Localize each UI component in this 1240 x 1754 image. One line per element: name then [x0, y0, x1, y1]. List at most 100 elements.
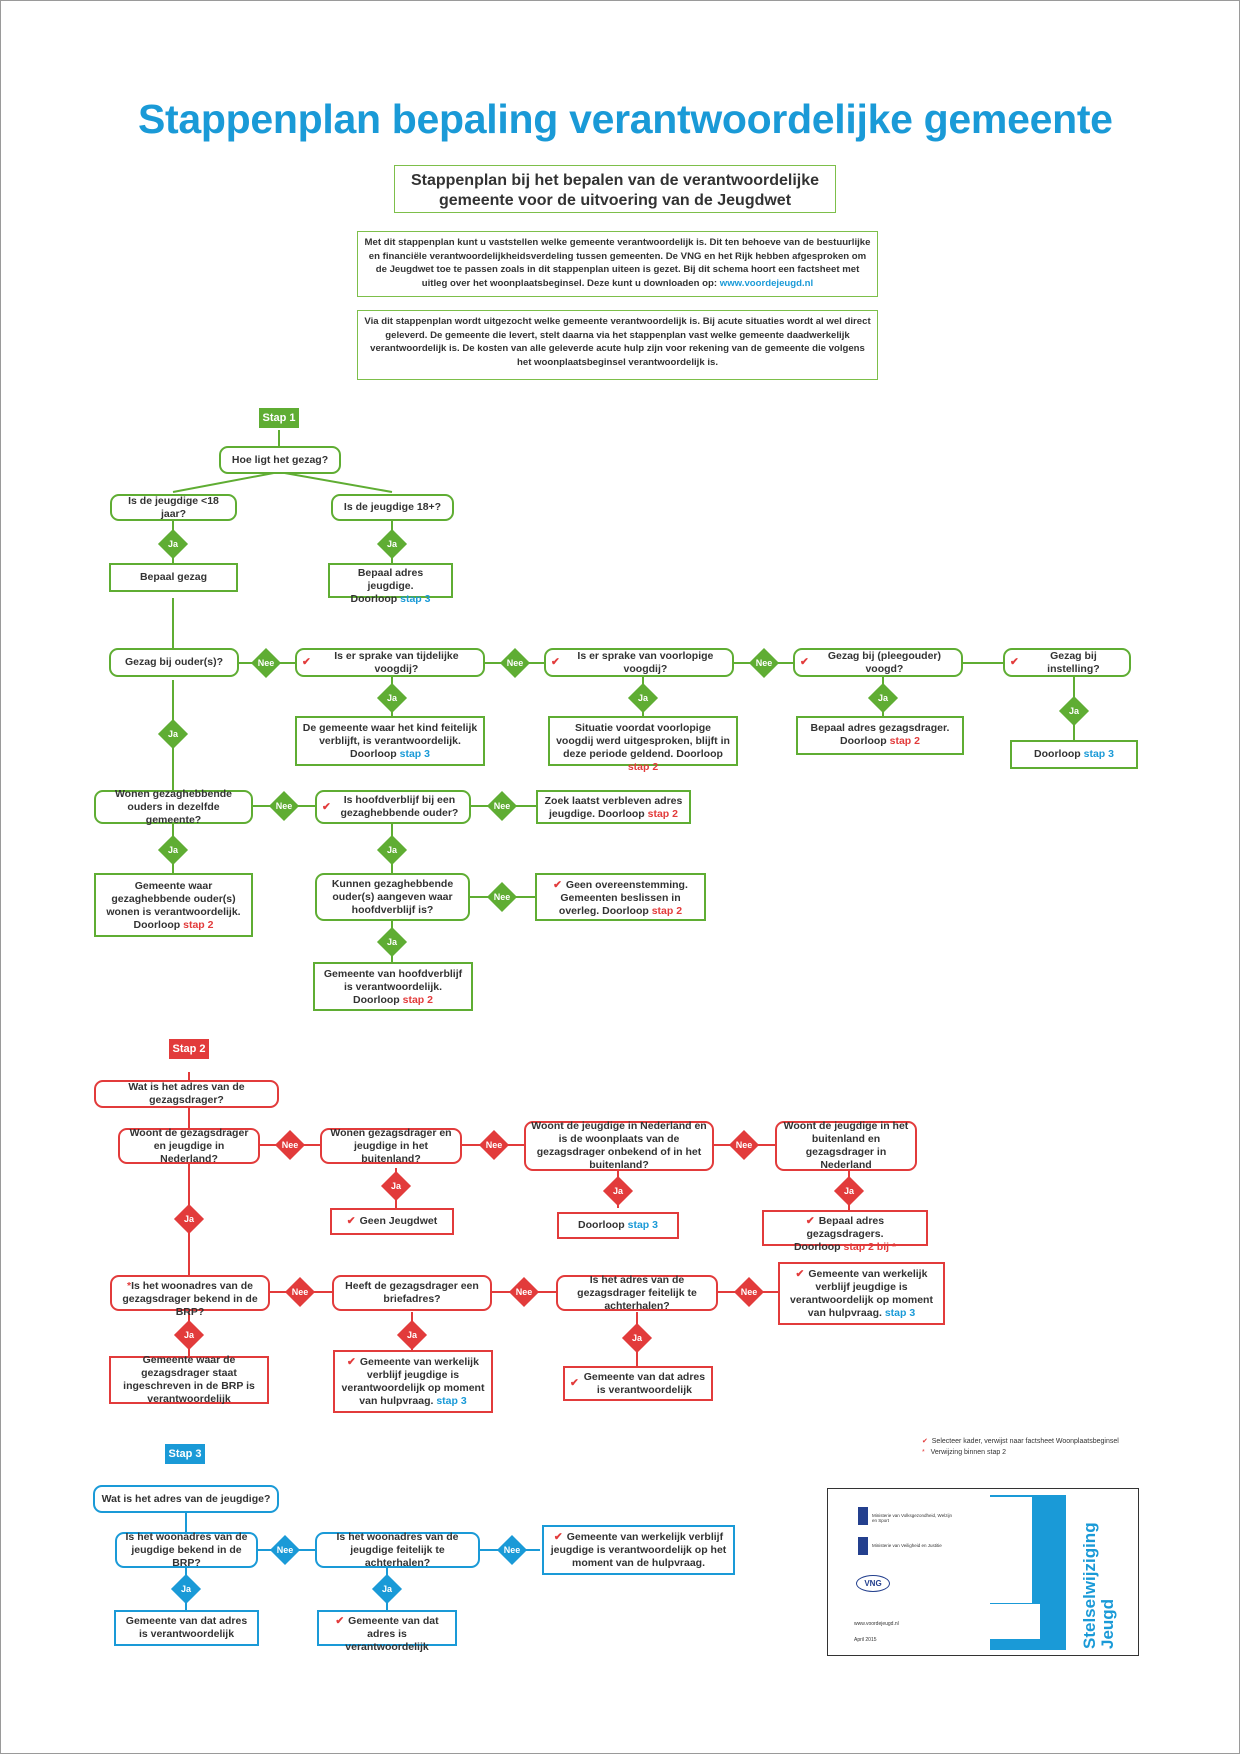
node-hoofdverblijf-ouder[interactable]: ✔Is hoofdverblijf bij een gezaghebbende … — [315, 790, 471, 824]
node-achterhalen-gezagsdrager[interactable]: Is het adres van de gezagsdrager feiteli… — [556, 1274, 718, 1312]
node-bepaal-gezag[interactable]: Bepaal gezag — [109, 563, 238, 592]
node-buitenland[interactable]: Wonen gezagsdrager en jeugdige in het bu… — [320, 1127, 462, 1165]
vng-logo: VNG — [856, 1575, 890, 1592]
ja-diamond: Ja — [380, 1170, 412, 1202]
node-jeugdige-buitenland[interactable]: Woont de jeugdige in het buitenland en g… — [775, 1120, 917, 1171]
node-gemeente-ouders[interactable]: Gemeente waar gezaghebbende ouder(s) won… — [94, 873, 253, 937]
node-bepaal-adres-gezagsdragers[interactable]: ✔Bepaal adres gezagsdragers.Doorloop sta… — [762, 1210, 928, 1253]
node-voorlopige-antwoord[interactable]: Situatie voordat voorlopige voogdij werd… — [548, 716, 738, 773]
j-cutout-2 — [990, 1497, 1032, 1603]
node-gezag-ouders[interactable]: Gezag bij ouder(s)? — [109, 648, 239, 677]
node-briefadres[interactable]: Heeft de gezagsdrager een briefadres? — [332, 1275, 492, 1311]
date-text: April 2015 — [854, 1637, 877, 1643]
stap3-link[interactable]: stap 3 — [399, 748, 430, 760]
node-pleegouder-voogd[interactable]: ✔Gezag bij (pleegouder) voogd? — [793, 648, 963, 677]
legend-item-star: * Verwijzing binnen stap 2 — [922, 1447, 1119, 1458]
legend: ✔ Selecteer kader, verwijst naar factshe… — [922, 1436, 1119, 1458]
stap3-link[interactable]: stap 3 — [436, 1395, 467, 1407]
doorloop-text: Doorloop — [350, 593, 398, 605]
node-tijdelijke-voogdij[interactable]: ✔Is er sprake van tijdelijke voogdij? — [295, 648, 485, 677]
node-adres-jeugdige[interactable]: Wat is het adres van de jeugdige? — [93, 1485, 279, 1513]
stap3-link[interactable]: stap 3 — [884, 1307, 916, 1319]
dat-adres-text: Gemeente van dat adres is verantwoordeli… — [583, 1370, 706, 1396]
node-jeugdige-onder-18[interactable]: Is de jeugdige <18 jaar? — [110, 494, 237, 521]
doorloop-text: Doorloop — [602, 905, 649, 917]
stap2-link[interactable]: stap 2 — [183, 919, 214, 931]
j-cutout — [990, 1604, 1040, 1639]
doorloop-text: Doorloop — [1034, 748, 1081, 760]
node-aangeven-hoofdverblijf[interactable]: Kunnen gezaghebbende ouder(s) aangeven w… — [315, 873, 470, 921]
node-instelling-antwoord[interactable]: Doorloop stap 3 — [1010, 740, 1138, 769]
ja-diamond: Ja — [627, 682, 659, 714]
node-achterhalen-jeugdige-antwoord[interactable]: ✔Gemeente van dat adres is verantwoordel… — [317, 1610, 457, 1653]
bepaal-adres-text: Bepaal adres jeugdige. — [357, 567, 424, 592]
intro-paragraph-1: Met dit stappenplan kunt u vaststellen w… — [357, 231, 878, 297]
node-gezag-instelling[interactable]: ✔Gezag bij instelling? — [1003, 648, 1131, 677]
node-woonplaats-onbekend[interactable]: Woont de jeugdige in Nederland en is de … — [524, 1120, 714, 1171]
nee-diamond: Nee — [748, 647, 780, 679]
node-voorlopige-voogdij[interactable]: ✔Is er sprake van voorlopige voogdij? — [544, 648, 734, 677]
intro-paragraph-2: Via dit stappenplan wordt uitgezocht wel… — [357, 310, 878, 380]
node-zelfde-gemeente[interactable]: Wonen gezaghebbende ouders in dezelfde g… — [94, 788, 253, 826]
stap2-link[interactable]: stap 2 bij — [843, 1241, 890, 1253]
node-hoe-ligt-gezag[interactable]: Hoe ligt het gezag? — [219, 446, 341, 474]
stap3-link[interactable]: stap 3 — [400, 593, 431, 605]
gemeente-ouders-text: Gemeente waar gezaghebbende ouder(s) won… — [106, 880, 241, 918]
check-icon: ✔ — [795, 1268, 805, 1280]
node-brp-jeugdige-antwoord[interactable]: Gemeente van dat adres is verantwoordeli… — [114, 1610, 259, 1646]
ja-diamond: Ja — [376, 682, 408, 714]
nee-diamond: Nee — [486, 790, 518, 822]
ja-diamond: Ja — [376, 926, 408, 958]
url-text[interactable]: www.voordejeugd.nl — [854, 1621, 899, 1627]
stap2-link[interactable]: stap 2 — [647, 808, 678, 820]
voordejeugd-link[interactable]: www.voordejeugd.nl — [719, 277, 814, 289]
doorloop-text: Doorloop — [840, 735, 887, 747]
instelling-text: Gezag bij instelling? — [1047, 649, 1100, 675]
node-dat-adres[interactable]: ✔Gemeente van dat adres is verantwoordel… — [563, 1366, 713, 1401]
ja-diamond: Ja — [376, 528, 408, 560]
voorlopige-text: Is er sprake van voorlopige voogdij? — [577, 649, 714, 675]
stap3-link[interactable]: stap 3 — [1083, 748, 1114, 760]
stap2-link[interactable]: stap 2 — [889, 735, 920, 747]
hoofdverblijf-text: Is hoofdverblijf bij een gezaghebbende o… — [340, 794, 459, 819]
vng-text: VNG — [864, 1579, 882, 1588]
bepaal-adres-gezagsdragers-text: Bepaal adres gezagsdragers. — [806, 1215, 885, 1240]
node-jeugdige-18plus[interactable]: Is de jeugdige 18+? — [331, 494, 454, 521]
node-zoek-adres[interactable]: Zoek laatst verbleven adres jeugdige. Do… — [536, 790, 691, 824]
node-onbekend-doorloop[interactable]: Doorloop stap 3 — [557, 1212, 679, 1239]
node-gemeente-hoofdverblijf[interactable]: Gemeente van hoofdverblijf is verantwoor… — [313, 962, 473, 1011]
nee-diamond: Nee — [486, 881, 518, 913]
node-werkelijk-verblijf-jeugdige[interactable]: ✔Gemeente van werkelijk verblijf jeugdig… — [542, 1525, 735, 1575]
node-pleegouder-antwoord[interactable]: Bepaal adres gezagsdrager.Doorloop stap … — [796, 716, 964, 755]
node-bepaal-adres-jeugdige[interactable]: Bepaal adres jeugdige.Doorloop stap 3 — [328, 563, 453, 605]
node-geen-jeugdwet[interactable]: ✔Geen Jeugdwet — [330, 1208, 454, 1235]
stap2-link[interactable]: stap 2 — [651, 905, 683, 917]
node-brp-jeugdige[interactable]: Is het woonadres van de jeugdige bekend … — [115, 1531, 258, 1569]
check-icon: ✔ — [805, 1215, 815, 1227]
node-geen-overeenstemming[interactable]: ✔Geen overeenstemming. Gemeenten besliss… — [535, 873, 706, 921]
intro-heading: Stappenplan bij het bepalen van de veran… — [394, 165, 836, 213]
stap3-link[interactable]: stap 3 — [627, 1219, 658, 1231]
zoek-text: Zoek laatst verbleven adres jeugdige. — [544, 795, 683, 820]
node-werkelijk-verblijf[interactable]: ✔Gemeente van werkelijk verblijf jeugdig… — [778, 1262, 945, 1325]
node-brp-gezagsdrager[interactable]: *Is het woonadres van de gezagsdrager be… — [110, 1275, 270, 1318]
nee-diamond: Nee — [499, 647, 531, 679]
ja-diamond: Ja — [833, 1175, 865, 1207]
doorloop-text: Doorloop — [353, 994, 400, 1006]
ja-diamond: Ja — [602, 1175, 634, 1207]
stap2-link[interactable]: stap 2 — [402, 994, 433, 1006]
intro-p1-text: Met dit stappenplan kunt u vaststellen w… — [364, 237, 871, 289]
star-icon: * — [126, 1280, 132, 1292]
node-brp-antwoord[interactable]: Gemeente waar de gezagsdrager staat inge… — [109, 1354, 269, 1405]
node-werkelijk-verblijf-2[interactable]: ✔Gemeente van werkelijk verblijf jeugdig… — [333, 1350, 493, 1413]
stap2-link[interactable]: stap 2 — [627, 761, 659, 773]
node-achterhalen-jeugdige[interactable]: Is het woonadres van de jeugdige feiteli… — [315, 1531, 480, 1569]
doorloop-text: Doorloop — [793, 1241, 841, 1253]
werkelijk-verblijf-text: Gemeente van werkelijk verblijf jeugdige… — [790, 1268, 933, 1319]
node-tijdelijke-antwoord[interactable]: De gemeente waar het kind feitelijk verb… — [295, 716, 485, 766]
node-nederland[interactable]: Woont de gezagsdrager en jeugdige in Ned… — [118, 1127, 260, 1165]
node-adres-gezagsdrager[interactable]: Wat is het adres van de gezagsdrager? — [94, 1080, 279, 1108]
werkelijk-jeugdige-text: Gemeente van werkelijk verblijf jeugdige… — [550, 1531, 727, 1569]
stap-2-tag: Stap 2 — [169, 1039, 209, 1059]
page-title: Stappenplan bepaling verantwoordelijke g… — [138, 96, 1113, 142]
